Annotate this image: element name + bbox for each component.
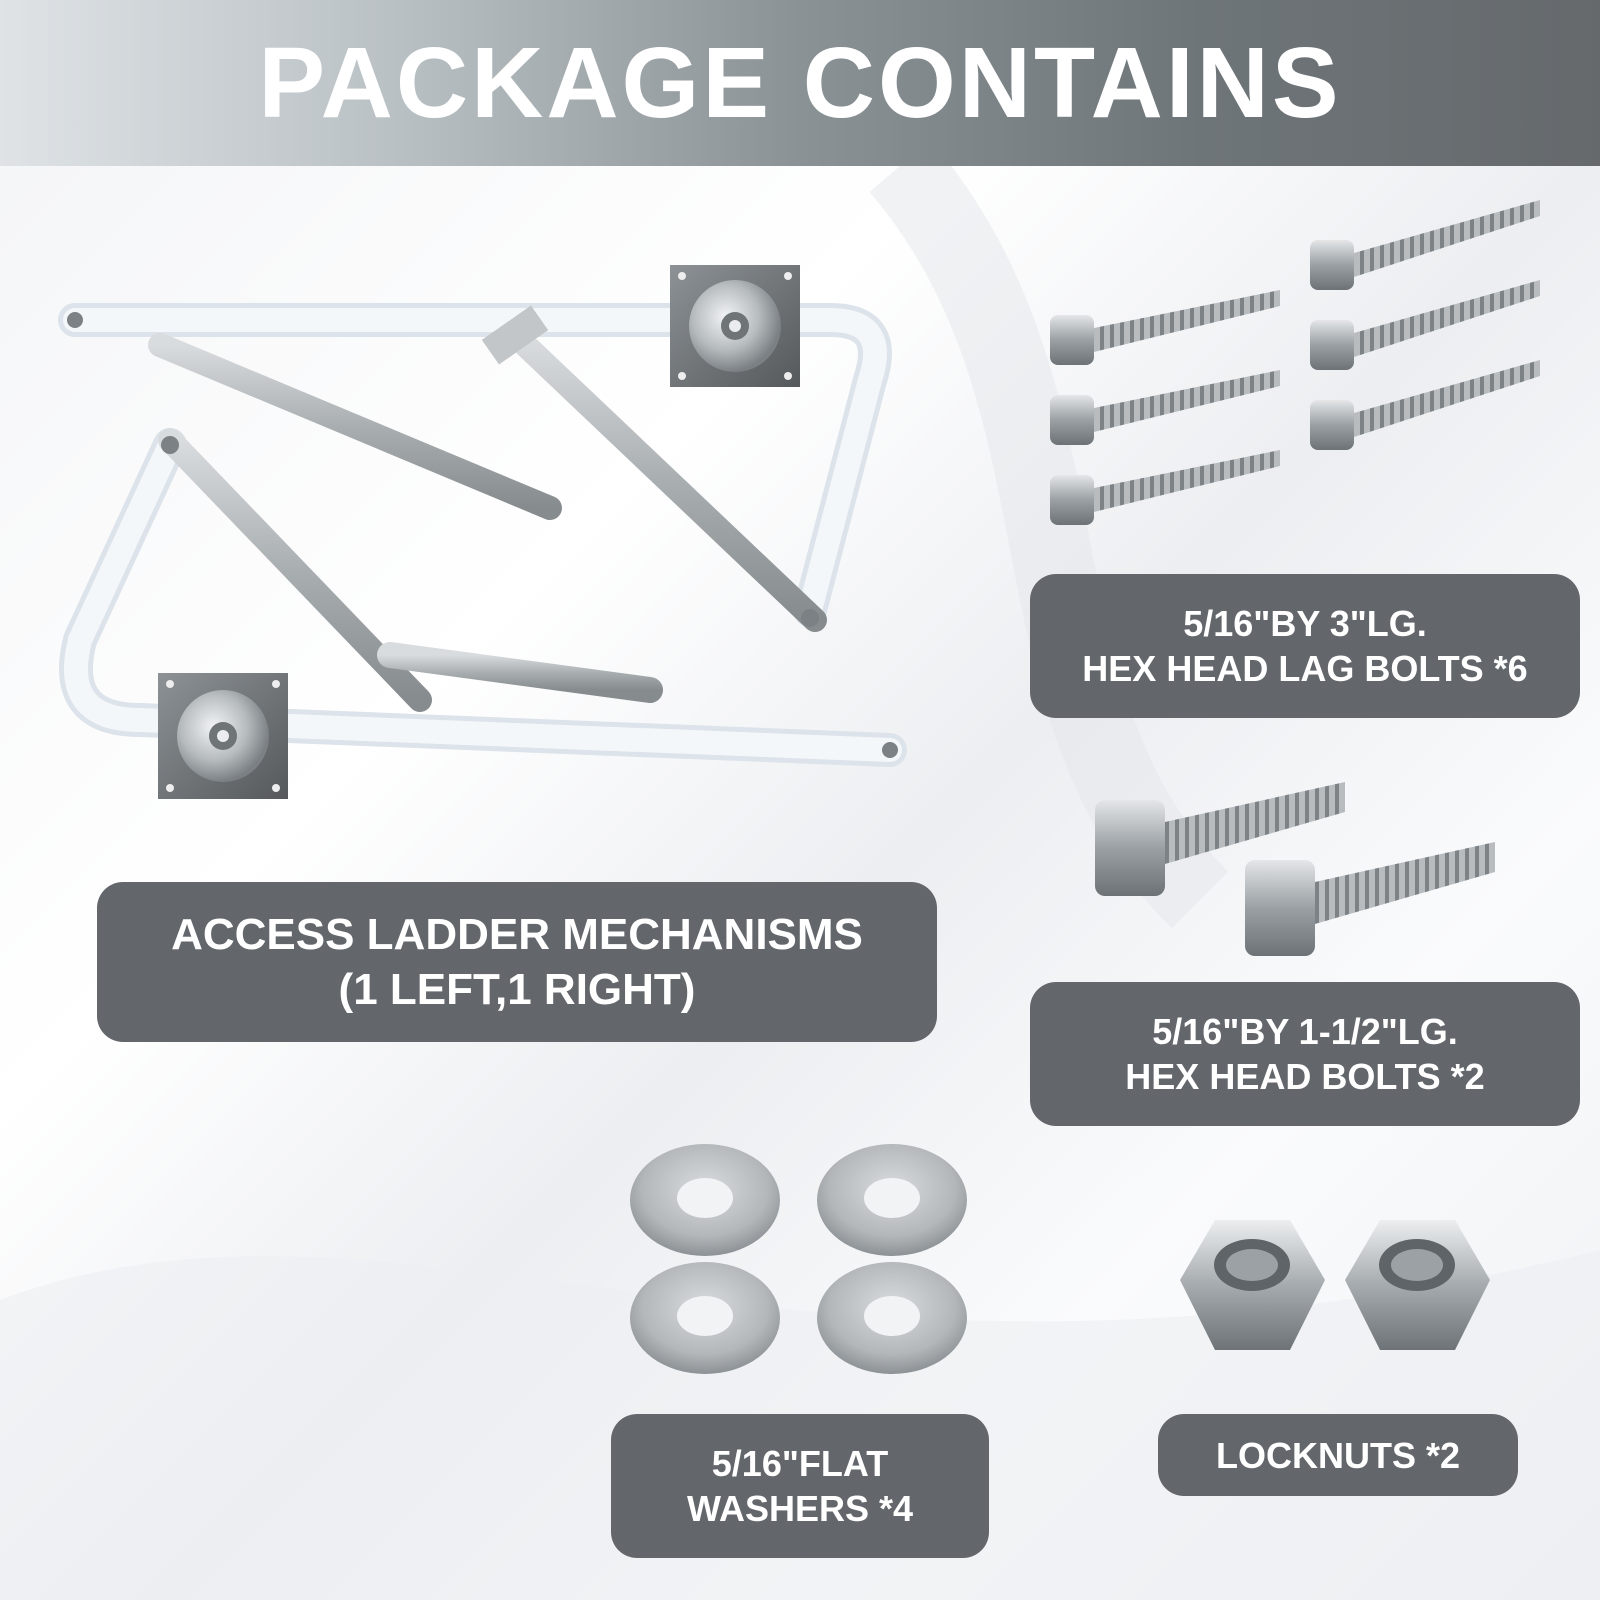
washers-label: 5/16"FLAT WASHERS *4 (611, 1414, 989, 1558)
locknut-icon (1180, 1220, 1325, 1350)
ladder-mechanism-illustration (58, 265, 907, 799)
flat-washer-icon (630, 1262, 780, 1374)
flat-washer-icon (817, 1262, 967, 1374)
hex-bolts-line1: 5/16"BY 1-1/2"LG. (1152, 1011, 1458, 1052)
washers-line1: 5/16"FLAT (711, 1443, 889, 1484)
lag-bolt-icon (1310, 200, 1540, 290)
locknuts-line1: LOCKNUTS *2 (1215, 1434, 1461, 1476)
hex-bolt-icon (1245, 842, 1495, 956)
ladder-mechanisms-line1: ACCESS LADDER MECHANISMS (171, 910, 863, 959)
lag-bolts-line1: 5/16"BY 3"LG. (1183, 603, 1427, 644)
flat-washer-icon (630, 1144, 780, 1256)
hex-bolt-icon (1095, 782, 1345, 896)
page-title: PACKAGE CONTAINS (258, 26, 1342, 139)
hex-bolts-label: 5/16"BY 1-1/2"LG. HEX HEAD BOLTS *2 (1030, 982, 1580, 1126)
flat-washer-icon (817, 1144, 967, 1256)
hex-bolts-illustration (1095, 782, 1495, 956)
locknuts-illustration (1180, 1220, 1490, 1350)
washers-line2: WASHERS *4 (686, 1488, 914, 1529)
lag-bolt-icon (1050, 290, 1280, 365)
lag-bolts-illustration (1050, 200, 1540, 525)
lag-bolts-label: 5/16"BY 3"LG. HEX HEAD LAG BOLTS *6 (1030, 574, 1580, 718)
locknut-icon (1345, 1220, 1490, 1350)
lag-bolt-icon (1050, 370, 1280, 445)
ladder-mechanisms-line2: (1 LEFT,1 RIGHT) (338, 965, 696, 1014)
lag-bolt-icon (1050, 450, 1280, 525)
lag-bolt-icon (1310, 360, 1540, 450)
header-banner: PACKAGE CONTAINS (0, 0, 1600, 166)
flat-washers-illustration (630, 1144, 967, 1374)
lag-bolt-icon (1310, 280, 1540, 370)
ladder-mechanisms-label: ACCESS LADDER MECHANISMS (1 LEFT,1 RIGHT… (97, 882, 937, 1042)
hex-bolts-line2: HEX HEAD BOLTS *2 (1125, 1056, 1485, 1097)
locknuts-label: LOCKNUTS *2 (1158, 1414, 1518, 1496)
lag-bolts-line2: HEX HEAD LAG BOLTS *6 (1082, 648, 1528, 689)
